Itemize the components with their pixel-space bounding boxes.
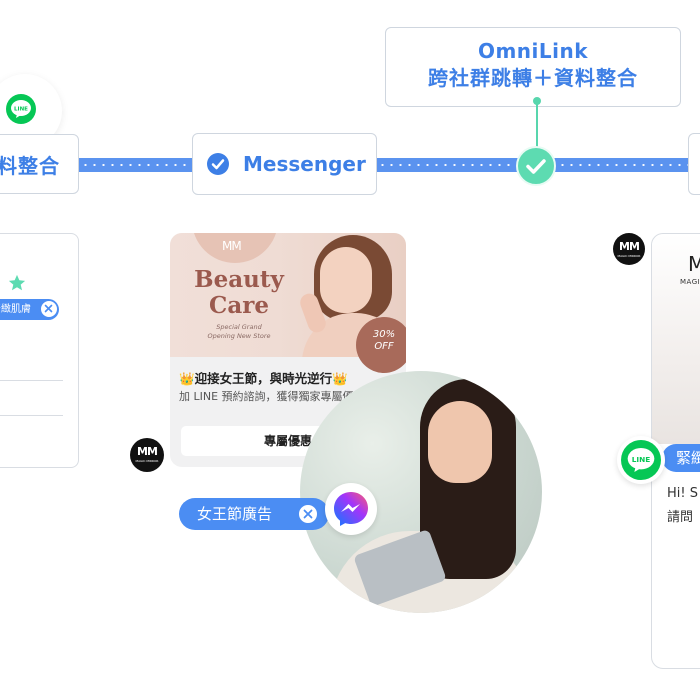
step-data-integration-label: 料整合 bbox=[0, 153, 60, 178]
close-icon bbox=[44, 304, 53, 313]
right-tag-chip[interactable]: 緊緻 bbox=[662, 444, 700, 472]
check-icon bbox=[526, 159, 546, 174]
left-profile-card: 緊緻肌膚 bbox=[0, 233, 79, 468]
omnilink-connector bbox=[536, 102, 538, 148]
left-card-divider-1 bbox=[0, 380, 63, 381]
right-greeting-1: Hi! S bbox=[667, 486, 698, 501]
omnilink-connector-dot bbox=[533, 97, 541, 105]
left-tag-close[interactable] bbox=[40, 300, 58, 318]
svg-text:LINE: LINE bbox=[14, 107, 28, 113]
ad-card[interactable]: MM Beauty Care Special Grand Opening New… bbox=[170, 233, 406, 467]
messenger-icon bbox=[334, 492, 368, 526]
omnilink-subtitle: 跨社群跳轉＋資料整合 bbox=[428, 66, 638, 90]
star-icon bbox=[8, 274, 26, 291]
close-icon bbox=[303, 509, 313, 519]
step-data-integration[interactable]: 料整合 bbox=[0, 134, 79, 194]
brand-avatar-left: MM MAGIC MIRROR bbox=[130, 438, 164, 472]
line-icon: LINE bbox=[621, 440, 661, 480]
left-card-divider-2 bbox=[0, 415, 63, 416]
messenger-badge bbox=[325, 483, 377, 535]
brand-avatar-right: MM MAGIC MIRROR bbox=[613, 233, 645, 265]
ad-cta-label: 專屬優惠 bbox=[263, 434, 312, 448]
step-omnilink[interactable]: OmniLink 跨社群跳轉＋資料整合 bbox=[385, 27, 681, 107]
right-brand-sub: MAGIC bbox=[680, 278, 700, 286]
line-icon: LINE bbox=[6, 94, 36, 124]
ad-tagline-1: Special Grand bbox=[216, 323, 262, 331]
left-tag-label: 緊緻肌膚 bbox=[0, 304, 31, 315]
omnilink-check-badge bbox=[516, 146, 556, 186]
right-tag-label: 緊緻 bbox=[676, 449, 700, 467]
step-next[interactable] bbox=[688, 133, 700, 195]
right-card-banner: M MAGIC bbox=[652, 234, 700, 444]
check-icon bbox=[207, 153, 229, 175]
ad-tagline-2: Opening New Store bbox=[207, 332, 271, 340]
ad-title: 👑迎接女王節，與時光逆行👑 bbox=[179, 371, 348, 386]
ad-brand-mark: MM bbox=[222, 239, 242, 253]
messenger-tag-close[interactable] bbox=[297, 503, 319, 525]
messenger-tag-label: 女王節廣告 bbox=[197, 505, 273, 523]
step-messenger[interactable]: Messenger bbox=[192, 133, 377, 195]
ad-discount-badge: 30% OFF bbox=[356, 317, 406, 373]
line-badge-right: LINE bbox=[617, 436, 665, 484]
step-messenger-label: Messenger bbox=[243, 152, 366, 176]
omnilink-title: OmniLink bbox=[477, 39, 589, 63]
right-brand-mark: M bbox=[688, 252, 700, 276]
ad-banner-image: MM Beauty Care Special Grand Opening New… bbox=[170, 233, 406, 373]
right-greeting-2: 請問 bbox=[667, 510, 694, 525]
ad-headline: Beauty Care bbox=[194, 266, 284, 319]
right-chat-card: M MAGIC 緊緻 Hi! S 請問 bbox=[651, 233, 700, 669]
ad-description: 加 LINE 預約諮詢，獲得獨家專屬優惠 bbox=[179, 390, 365, 403]
svg-text:LINE: LINE bbox=[632, 455, 651, 464]
